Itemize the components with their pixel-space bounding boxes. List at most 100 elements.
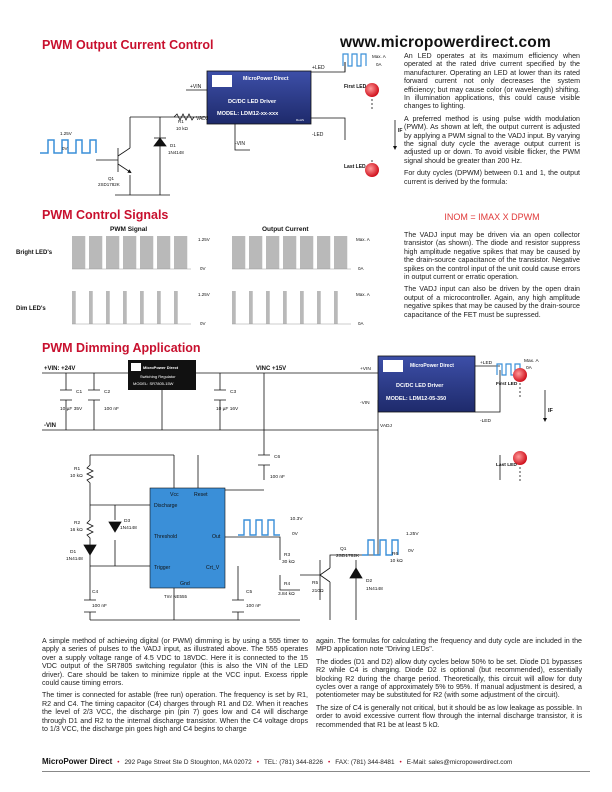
pin-led-pos: +LED [312,65,325,71]
pin-vin-neg-2: -VIN [360,400,370,406]
bright-label: Bright LED's [16,250,53,256]
sig-low: 0V [62,146,68,151]
dimming-title: PWM Dimming Application [42,341,201,355]
pulse-bar [334,236,348,269]
formulas-note-paragraph: again. The formulas for calculating the … [316,637,582,654]
timer-intro-paragraph: A simple method of achieving digital (or… [42,637,308,688]
q1-value: 2SD1782K [98,182,120,187]
pulse-bar [300,291,304,324]
pulse-bar [174,236,188,269]
r3-label: R3 [284,552,290,558]
footer-email[interactable]: E-Mail: sales@micropowerdirect.com [406,759,513,766]
output-current-title: PWM Output Current Control [42,38,214,52]
last-led-icon-2 [513,451,527,465]
c6-value: 100 nF [270,474,285,480]
d1-label: D1 [170,143,176,148]
current-label-2: IF [548,408,554,414]
bright-v-high: 1.25V [198,237,210,242]
output-current-title: Output Current [262,226,309,233]
pwm-signal-title: PWM Signal [110,226,147,233]
pwm-method-paragraph: A preferred method is using pulse width … [404,114,580,165]
timer-threshold: Threshold [154,534,177,540]
pin-led-neg-2: -LED [480,418,491,424]
out-v-high: 10.3V [290,516,303,522]
regulator-model: MODEL: SR7805-15W [133,381,174,386]
pulse-bar [106,236,120,269]
zero-label-2: 0A [526,365,533,371]
module-type: DC/DC LED Driver [228,99,277,105]
pin-vadj: VADJ [196,116,209,122]
current-formula: INOM = IMAX X DPWM [444,212,540,222]
r4-label: R4 [284,581,290,587]
q1-label: Q1 [340,546,347,552]
pulse-bar [72,291,76,324]
c2-value: 100 nF [104,406,119,412]
pin-vin-pos-2: +VIN [360,366,371,372]
vin-neg-label: -VIN [44,423,56,429]
bright-output-waveform [232,236,351,270]
r2-label: R2 [74,520,80,526]
pulse-bar [174,291,178,324]
r1-value: 10 kΩ [176,126,189,131]
c5-value: 100 nF [246,603,261,609]
dim-i-zero: 0A [358,321,364,326]
timer-astable-paragraph: The timer is connected for astable (free… [42,691,308,734]
dim-pwm-waveform [72,291,191,325]
pulse-bar [334,291,338,324]
pin-vadj-2: VADJ [380,423,393,429]
dim-i-max: Max. A [356,292,370,297]
q1-value: 2SD1782K [336,553,360,559]
vin-pos-label: +VIN: +24V [44,366,75,372]
c1-value: 10 µF 35V [60,406,83,412]
pulse-bar [283,291,287,324]
max-label: Max. A [372,54,386,59]
c5-label: C5 [246,589,252,595]
module-model: MODEL: LDM12-xx-xxx [217,111,279,117]
timer-gnd: Gnd [180,581,190,587]
pulse-bar [249,291,253,324]
c4-size-paragraph: The size of C4 is generally not critical… [316,703,582,729]
c6-label: C6 [274,454,280,460]
r5-value: 210Ω [312,588,324,594]
pulse-bar [317,236,331,269]
pin-led-neg: -LED [312,132,324,138]
footer: MicroPower Direct•292 Page Street Ste D … [42,757,590,766]
pulse-bar [232,291,236,324]
r1-value: 10 kΩ [70,473,83,479]
footer-tel: TEL: (781) 344-8226 [263,759,323,766]
right-column-text: An LED operates at its maximum efficienc… [404,52,580,190]
dim-output-waveform [232,291,351,325]
pulse-bar [89,236,103,269]
website-url[interactable]: www.micropowerdirect.com [340,34,551,51]
bullet-icon: • [327,759,331,766]
r5-label: R5 [312,580,318,586]
d1-value: 1N4148 [66,556,83,562]
right-column-text-2: The VADJ input may be driven via an open… [404,231,580,323]
pulse-bar [123,291,127,324]
pulse-bar [140,236,154,269]
pulse-bar [157,236,171,269]
timer-name: Tmr NE555 [164,594,188,599]
bottom-left-text: A simple method of achieving digital (or… [42,637,308,737]
pulse-bar [123,236,137,269]
timer-vcc: Vcc [170,492,179,498]
pulse-bar [249,236,263,269]
adj-v-low: 0V [408,548,415,554]
dim-v-low: 0V [200,321,206,326]
d2-value: 1N4148 [366,586,383,592]
module2-type: DC/DC LED Driver [396,383,444,389]
r6-value: 10 kΩ [390,558,403,564]
c4-value: 100 nF [92,603,107,609]
footer-company: MicroPower Direct [42,757,113,766]
c2-label: C2 [104,389,110,395]
ne555-timer [149,487,226,589]
pulse-bar [266,291,270,324]
footer-fax: FAX: (781) 344-8481 [335,759,395,766]
c3-label: C3 [230,389,236,395]
max-label-2: Max. A [524,358,539,364]
control-signals-title: PWM Control Signals [42,208,169,222]
pulse-bar [106,291,110,324]
q1-label: Q1 [108,176,115,181]
bright-i-zero: 0A [358,266,364,271]
